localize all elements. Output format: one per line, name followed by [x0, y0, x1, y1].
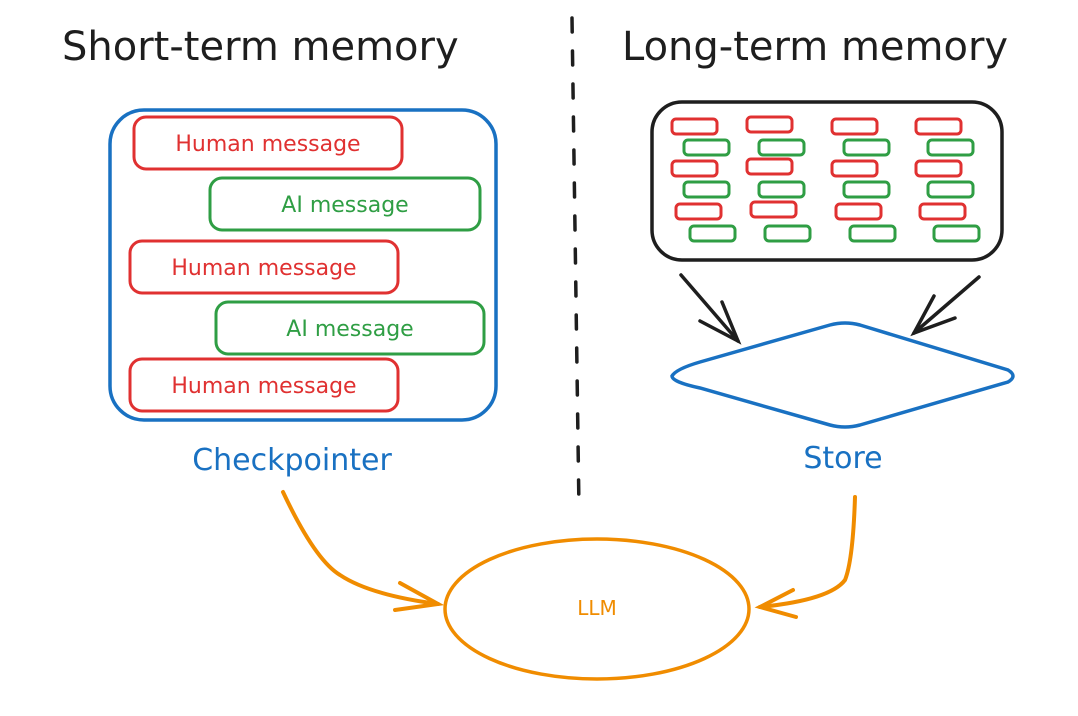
- long-term-memory-container: [650, 100, 1004, 262]
- stored-ai-message: [757, 180, 806, 199]
- section-divider: [570, 16, 581, 512]
- message-2: AI message: [208, 176, 482, 232]
- stored-human-message: [745, 157, 794, 176]
- stored-ai-message: [842, 180, 891, 199]
- long-term-memory-title: Long-term memory: [622, 24, 1008, 70]
- arrow-checkpointer-to-llm: [281, 490, 445, 612]
- stored-human-message: [830, 159, 879, 178]
- stored-ai-message: [757, 138, 806, 157]
- stored-human-message: [830, 117, 879, 136]
- stored-ai-message: [688, 224, 737, 243]
- stored-ai-message: [682, 180, 731, 199]
- arrow-memory-to-store-left: [679, 273, 742, 345]
- stored-human-message: [834, 202, 883, 221]
- stored-human-message: [918, 202, 967, 221]
- store-shape: [670, 321, 1015, 429]
- stored-ai-message: [926, 180, 975, 199]
- store-label: Store: [803, 441, 882, 476]
- message-4: AI message: [214, 300, 486, 356]
- arrow-memory-to-store-right: [910, 275, 981, 337]
- stored-human-message: [914, 117, 963, 136]
- stored-messages: [670, 115, 981, 243]
- stored-human-message: [674, 202, 723, 221]
- stored-ai-message: [926, 138, 975, 157]
- message-3: Human message: [128, 239, 400, 295]
- stored-ai-message: [682, 138, 731, 157]
- stored-ai-message: [763, 224, 812, 243]
- message-1-text: Human message: [175, 132, 360, 157]
- checkpointer-container: [108, 108, 498, 422]
- stored-human-message: [670, 159, 719, 178]
- arrow-store-to-llm: [754, 495, 857, 619]
- checkpointer-label: Checkpointer: [192, 443, 392, 478]
- message-1: Human message: [132, 115, 404, 171]
- llm-node: [443, 537, 751, 681]
- message-5: Human message: [128, 357, 400, 413]
- short-term-memory-title: Short-term memory: [62, 24, 459, 70]
- stored-human-message: [914, 159, 963, 178]
- stored-ai-message: [842, 138, 891, 157]
- stored-ai-message: [932, 224, 981, 243]
- message-4-text: AI message: [286, 317, 413, 342]
- message-3-text: Human message: [171, 256, 356, 281]
- llm-label: LLM: [577, 596, 617, 620]
- message-2-text: AI message: [281, 193, 408, 218]
- stored-human-message: [670, 117, 719, 136]
- stored-human-message: [749, 200, 798, 219]
- stored-ai-message: [848, 224, 897, 243]
- stored-human-message: [745, 115, 794, 134]
- message-5-text: Human message: [171, 374, 356, 399]
